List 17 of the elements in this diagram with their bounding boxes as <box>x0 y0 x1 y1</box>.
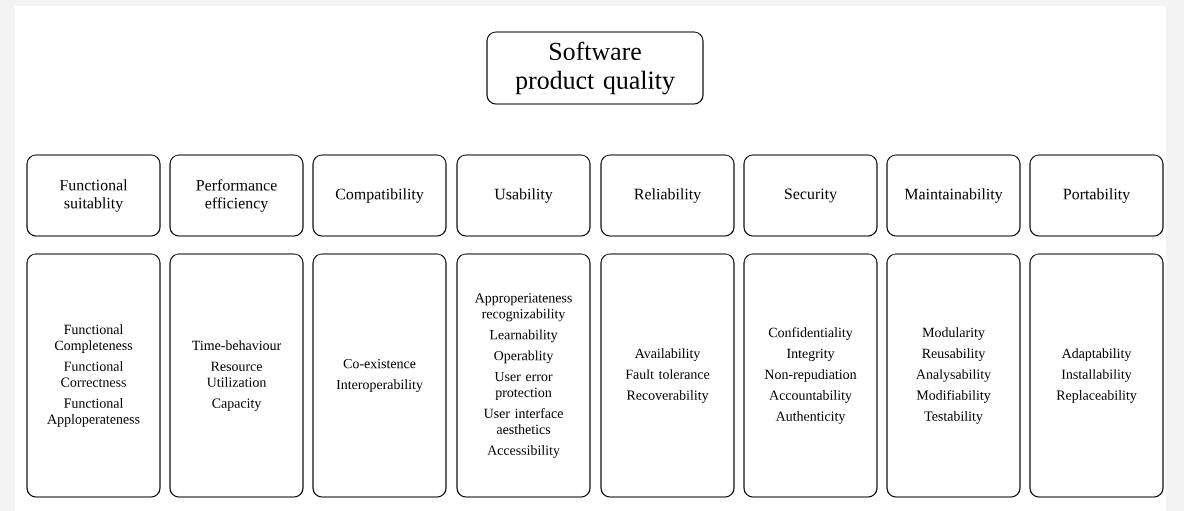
subcharacteristic-box: Functional Completeness Functional Correctness Functional Apploperateness <box>26 253 161 498</box>
subcharacteristic-box: Confidentiality Integrity Non-repudiation Accountability Authenticity <box>743 253 878 498</box>
title-box: Software product quality <box>486 31 704 105</box>
subcharacteristic-box: Adaptability Installability Replaceability <box>1029 253 1164 498</box>
subcharacteristic-box: Availability Fault tolerance Recoverability <box>600 253 735 498</box>
subcharacteristic-box: Approperiateness recognizability Learnability Operablity User error protection User interface aesthetics Accessibility <box>456 253 591 498</box>
category-box: Portability <box>1029 154 1164 237</box>
category-box: Functional suitablity <box>26 154 161 237</box>
category-box: Reliability <box>600 154 735 237</box>
category-box: Performance efficiency <box>169 154 304 237</box>
subcharacteristic-box: Co-existence Interoperability <box>312 253 447 498</box>
category-box: Security <box>743 154 878 237</box>
subcharacteristic-box: Time-behaviour Resource Utilization Capacity <box>169 253 304 498</box>
category-box: Maintainability <box>886 154 1021 237</box>
category-box: Compatibility <box>312 154 447 237</box>
category-box: Usability <box>456 154 591 237</box>
subcharacteristic-box: Modularity Reusability Analysability Modifiability Testability <box>886 253 1021 498</box>
